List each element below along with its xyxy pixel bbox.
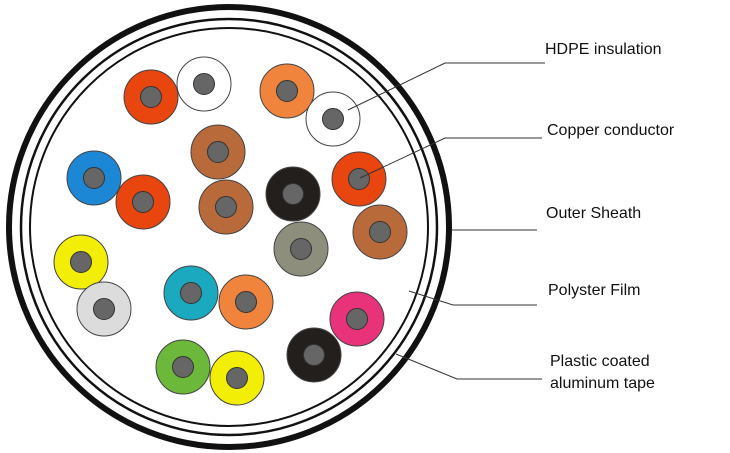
polyster-film-ring — [29, 27, 429, 427]
copper-core — [322, 108, 344, 130]
conductor — [273, 221, 329, 277]
conductor — [53, 234, 109, 290]
conductor — [286, 327, 342, 383]
conductor — [115, 174, 171, 230]
conductor — [259, 63, 315, 119]
label-polyster-film: Polyster Film — [548, 282, 641, 299]
copper-core — [132, 191, 154, 213]
copper-core — [207, 141, 229, 163]
copper-core — [303, 344, 325, 366]
copper-core — [348, 168, 370, 190]
label-outer-sheath: Outer Sheath — [546, 205, 642, 222]
conductor — [66, 150, 122, 206]
conductor — [209, 350, 265, 406]
copper-core — [172, 356, 194, 378]
copper-core — [276, 80, 298, 102]
label-tape-line2: aluminum tape — [550, 375, 655, 392]
copper-core — [193, 73, 215, 95]
conductor — [329, 291, 385, 347]
label-copper-conductor: Copper conductor — [547, 122, 675, 139]
copper-core — [290, 238, 312, 260]
leader-line-polyster — [408, 290, 537, 306]
conductor — [163, 265, 219, 321]
leader-line-tape — [395, 353, 542, 380]
conductor — [265, 166, 321, 222]
conductor — [305, 91, 361, 147]
copper-core — [70, 251, 92, 273]
copper-core — [215, 196, 237, 218]
conductor — [123, 69, 179, 125]
conductor — [352, 204, 408, 260]
conductors-group — [53, 56, 408, 406]
conductor — [176, 56, 232, 112]
label-hdpe-insulation: HDPE insulation — [545, 41, 662, 58]
conductor — [76, 281, 132, 337]
leader-line-hdpe — [347, 62, 545, 111]
conductor — [331, 151, 387, 207]
copper-core — [235, 291, 257, 313]
aluminum-tape-ring — [19, 17, 439, 437]
outer-sheath-ring — [6, 4, 452, 450]
conductor — [190, 124, 246, 180]
copper-core — [369, 221, 391, 243]
copper-core — [140, 86, 162, 108]
leader-line-copper — [359, 137, 542, 179]
conductor — [198, 179, 254, 235]
conductor — [218, 274, 274, 330]
label-tape-line1: Plastic coated — [550, 353, 650, 370]
conductor — [155, 339, 211, 395]
copper-core — [282, 183, 304, 205]
copper-core — [226, 367, 248, 389]
copper-core — [93, 298, 115, 320]
copper-core — [346, 308, 368, 330]
copper-core — [83, 167, 105, 189]
copper-core — [180, 282, 202, 304]
